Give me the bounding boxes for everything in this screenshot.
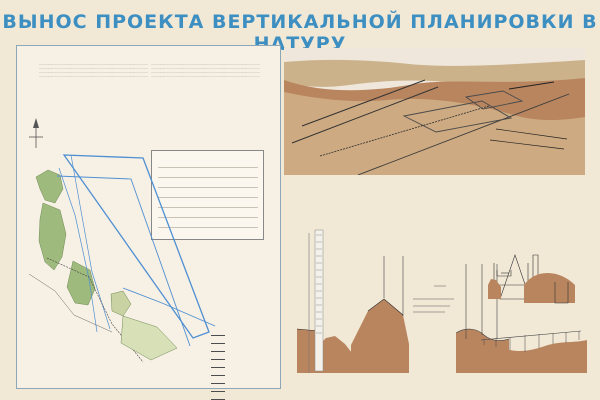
legend-item (211, 381, 281, 386)
table-row (158, 217, 258, 218)
table-row (158, 167, 258, 168)
legend-item (211, 357, 281, 362)
legend-item (211, 389, 281, 394)
legend (211, 333, 283, 400)
perspective-view (284, 48, 585, 176)
data-table (151, 150, 264, 240)
table-row (158, 227, 258, 228)
table-row (158, 197, 258, 198)
plan-drawing (28, 118, 216, 363)
section-a (296, 229, 409, 373)
legend-item (211, 349, 281, 354)
legend-item (211, 333, 281, 338)
connector-lines (413, 285, 454, 313)
section-d (477, 330, 587, 373)
sections-drawing (296, 229, 587, 373)
left-text-block-1: ........................................… (39, 62, 148, 78)
terrain-illustration (284, 48, 585, 176)
section-c (488, 254, 575, 304)
legend-item (211, 373, 281, 378)
left-panel: ........................................… (16, 45, 281, 400)
table-row (158, 187, 258, 188)
table-row (158, 177, 258, 178)
legend-item (211, 365, 281, 370)
sections-panel (285, 190, 587, 386)
table-row (158, 207, 258, 208)
legend-item (211, 341, 281, 346)
north-arrow-icon (29, 118, 43, 148)
left-text-block-2: ........................................… (151, 62, 260, 78)
